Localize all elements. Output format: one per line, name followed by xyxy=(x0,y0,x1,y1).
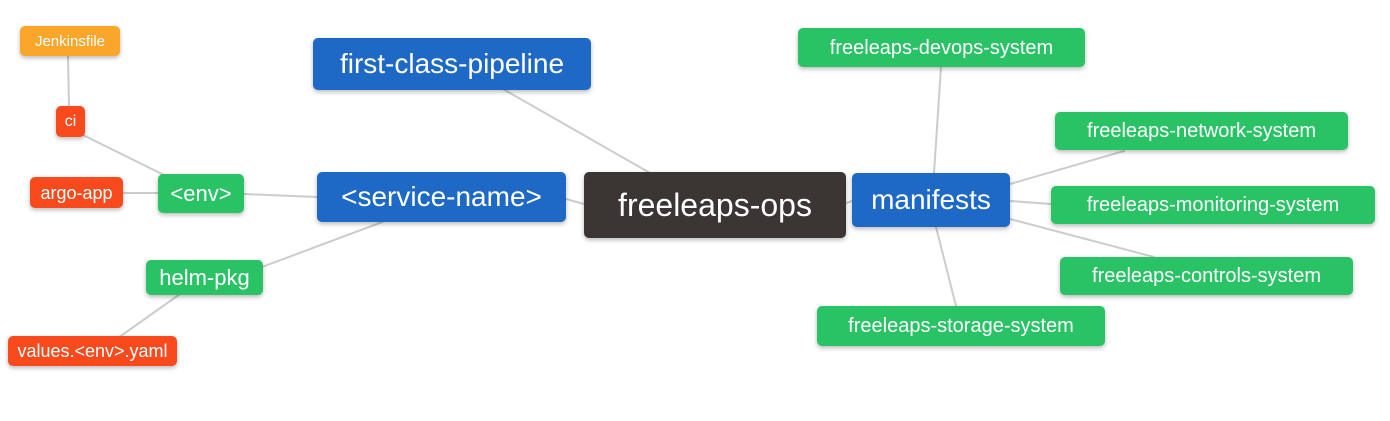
edge-ci-env xyxy=(82,134,169,178)
node-freeleaps-controls-system[interactable]: freeleaps-controls-system xyxy=(1060,257,1353,295)
node-manifests[interactable]: manifests xyxy=(852,173,1010,227)
edge-service-name-freeleaps-ops xyxy=(565,198,585,205)
edge-manifests-freeleaps-devops-system xyxy=(933,66,942,174)
edge-helm-pkg-values-env-yaml xyxy=(117,293,181,339)
node-values-env-yaml[interactable]: values.<env>.yaml xyxy=(8,336,177,366)
edge-manifests-freeleaps-network-system xyxy=(1009,150,1125,185)
node-helm-pkg[interactable]: helm-pkg xyxy=(146,260,263,295)
node-freeleaps-network-system[interactable]: freeleaps-network-system xyxy=(1055,112,1348,150)
node-first-class-pipeline[interactable]: first-class-pipeline xyxy=(313,38,591,90)
edge-manifests-freeleaps-storage-system xyxy=(935,226,957,307)
node-service-name[interactable]: <service-name> xyxy=(317,172,566,222)
node-freeleaps-monitoring-system[interactable]: freeleaps-monitoring-system xyxy=(1051,186,1375,224)
node-env[interactable]: <env> xyxy=(158,174,244,213)
edge-jenkinsfile-ci xyxy=(67,55,70,107)
node-freeleaps-storage-system[interactable]: freeleaps-storage-system xyxy=(817,306,1105,346)
node-ci[interactable]: ci xyxy=(56,106,85,137)
node-freeleaps-devops-system[interactable]: freeleaps-devops-system xyxy=(798,28,1085,67)
node-freeleaps-ops[interactable]: freeleaps-ops xyxy=(584,172,846,238)
edge-service-name-helm-pkg xyxy=(261,220,386,268)
edge-manifests-freeleaps-controls-system xyxy=(1009,218,1155,258)
edge-manifests-freeleaps-monitoring-system xyxy=(1009,200,1052,205)
edge-env-service-name xyxy=(243,193,318,198)
node-jenkinsfile[interactable]: Jenkinsfile xyxy=(20,26,120,56)
node-argo-app[interactable]: argo-app xyxy=(30,177,123,208)
edge-first-class-pipeline-freeleaps-ops xyxy=(502,88,651,174)
